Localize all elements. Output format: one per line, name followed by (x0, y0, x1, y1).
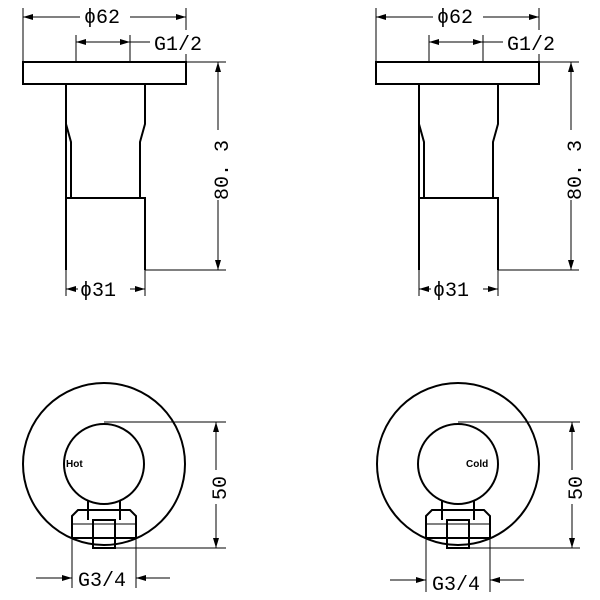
label-bg (560, 470, 586, 504)
arrowhead (419, 286, 429, 292)
height-label: 80. 3 (565, 140, 588, 200)
rosette-circle (22, 382, 186, 546)
label-bg (150, 30, 212, 54)
arrowhead (568, 260, 574, 270)
thread-label: G3/4 (78, 570, 126, 593)
bottom-diameter-label: ϕ31 (80, 280, 116, 303)
arrowhead (23, 14, 33, 20)
flange (22, 61, 187, 85)
label-bg (559, 130, 585, 200)
arrowhead (213, 538, 219, 548)
arrowhead (490, 577, 500, 583)
arrowhead (529, 14, 539, 20)
label-bg (206, 130, 232, 200)
flange (375, 61, 540, 85)
arrowhead (213, 422, 219, 432)
arrowhead (488, 286, 498, 292)
arrowhead (569, 538, 575, 548)
thread-label: G1/2 (507, 34, 555, 57)
arrowhead (135, 286, 145, 292)
label-bg (78, 276, 130, 300)
label-bg (431, 276, 483, 300)
body-outline (65, 84, 146, 270)
arrowhead (429, 39, 439, 45)
label-bg (204, 470, 230, 504)
body-outline (418, 84, 499, 270)
rosette-circle (376, 382, 540, 546)
top-diameter-label: ϕ62 (84, 7, 120, 30)
arrowhead (62, 575, 72, 581)
arrowhead (473, 39, 483, 45)
connector-outlet (92, 519, 116, 549)
front-view-left: Hot 50 G3/4 (22, 382, 233, 593)
arrowhead (136, 575, 146, 581)
height-label: 50 (566, 476, 589, 500)
body-outline-left (65, 84, 72, 198)
side-view-left: ϕ62 G1/2 80. 3 ϕ31 (22, 4, 235, 303)
cold-label: Cold (466, 459, 488, 470)
arrowhead (176, 14, 186, 20)
front-view-right: Cold 50 G3/4 (376, 382, 589, 597)
label-bg (80, 4, 130, 28)
thread-label: G1/2 (154, 34, 202, 57)
body-outline-left (418, 84, 425, 198)
hot-label: Hot (66, 459, 83, 470)
arrowhead (66, 286, 76, 292)
arrowhead (568, 62, 574, 72)
height-label: 50 (210, 476, 233, 500)
arrowhead (215, 62, 221, 72)
arrowhead (416, 577, 426, 583)
bottom-diameter-label: ϕ31 (433, 280, 469, 303)
handle-knob (417, 423, 499, 505)
arrowhead (569, 422, 575, 432)
handle-knob (63, 423, 145, 505)
label-bg (433, 4, 483, 28)
thread-label: G3/4 (432, 574, 480, 597)
arrowhead (376, 14, 386, 20)
connector-outlet (446, 519, 470, 549)
arrowhead (76, 39, 86, 45)
label-bg (503, 30, 565, 54)
side-view-right: ϕ62 G1/2 80. 3 ϕ31 (375, 4, 588, 303)
top-diameter-label: ϕ62 (437, 7, 473, 30)
arrowhead (120, 39, 130, 45)
arrowhead (215, 260, 221, 270)
height-label: 80. 3 (212, 140, 235, 200)
